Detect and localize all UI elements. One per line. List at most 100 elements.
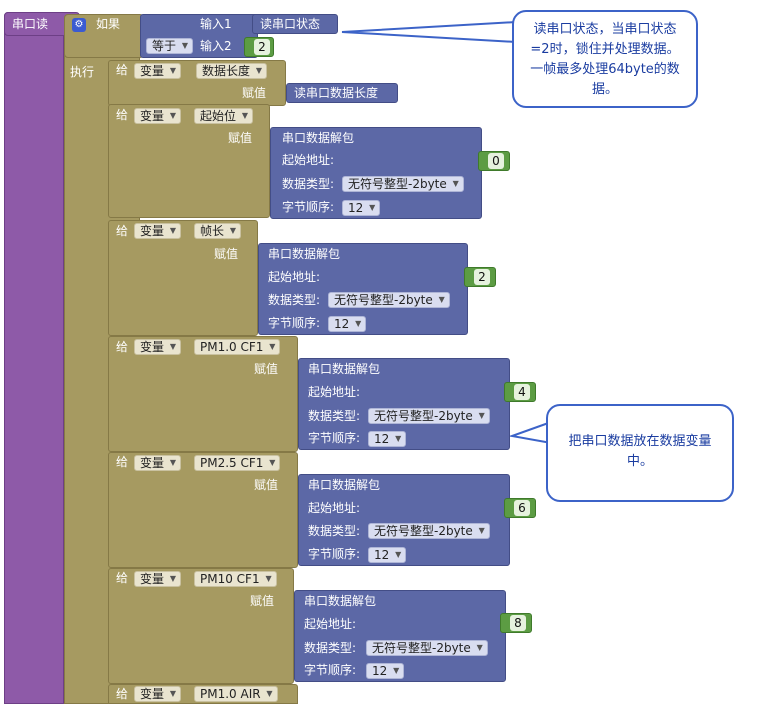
type-dropdown[interactable]: 无符号整型-2byte▼ [368,523,490,539]
comment-bubble[interactable]: 读串口状态，当串口状态=2时，锁住并处理数据。一帧最多处理64byte的数据。 [512,10,698,108]
order-label: 字节顺序: [308,431,361,445]
read-length-label: 读串口数据长度 [294,86,379,100]
assign-label: 给 [116,224,129,238]
type-dropdown[interactable]: 无符号整型-2byte▼ [366,640,488,656]
type-dropdown[interactable]: 无符号整型-2byte▼ [368,408,490,424]
chevron-down-icon: ▼ [395,434,402,443]
value-label: 赋值 [254,478,279,492]
read-length-block[interactable] [286,83,398,103]
assign-block[interactable] [108,220,258,336]
addr-label: 起始地址: [304,617,357,631]
assign-label: 给 [116,340,129,354]
order-label: 字节顺序: [308,547,361,561]
chevron-down-icon: ▼ [355,319,362,328]
type-label: 数据类型: [268,293,321,307]
chevron-down-icon: ▼ [478,411,485,420]
addr-number-value[interactable]: 4 [514,384,530,400]
addr-number-value[interactable]: 6 [514,500,530,516]
gear-icon[interactable]: ⚙ [72,18,86,32]
serial-read-event-block[interactable] [4,12,64,704]
do-label: 执行 [70,65,95,79]
unpack-title: 串口数据解包 [304,594,377,608]
input1-label: 输入1 [200,17,232,31]
value-label: 赋值 [254,362,279,376]
order-dropdown[interactable]: 12▼ [368,431,407,447]
order-label: 字节顺序: [282,200,335,214]
chevron-down-icon: ▼ [169,66,177,75]
assign-block[interactable] [108,336,298,452]
chevron-down-icon: ▼ [229,226,237,235]
type-label: 数据类型: [304,641,357,655]
assign-block[interactable] [108,452,298,568]
chevron-down-icon: ▼ [169,111,177,120]
addr-number-value[interactable]: 0 [488,153,504,169]
chevron-down-icon: ▼ [169,574,177,583]
comment-text: 把串口数据放在数据变量中。 [568,434,712,469]
if-label: 如果 [96,17,121,31]
var-name-dropdown[interactable]: 数据长度▼ [196,63,268,79]
read-state-block[interactable] [252,14,338,34]
chevron-down-icon: ▼ [169,458,177,467]
type-dropdown[interactable]: 无符号整型-2byte▼ [342,176,464,192]
event-title: 串口读 [12,17,49,31]
assign-label: 给 [116,63,129,77]
chevron-down-icon: ▼ [476,643,483,652]
unpack-title: 串口数据解包 [268,247,341,261]
order-dropdown[interactable]: 12▼ [342,200,381,216]
type-dropdown[interactable]: 无符号整型-2byte▼ [328,292,450,308]
addr-label: 起始地址: [308,385,361,399]
chevron-down-icon: ▼ [266,689,273,698]
var-type-dropdown[interactable]: 变量▼ [134,63,182,79]
chevron-down-icon: ▼ [393,666,400,675]
type-label: 数据类型: [282,177,335,191]
chevron-down-icon: ▼ [169,689,177,698]
assign-block[interactable] [108,568,294,684]
comment-connector [341,21,517,43]
chevron-down-icon: ▼ [478,526,485,535]
order-label: 字节顺序: [268,316,321,330]
var-name-dropdown[interactable]: 起始位▼ [194,108,254,124]
var-type-dropdown[interactable]: 变量▼ [134,571,182,587]
value-label: 赋值 [250,594,275,608]
addr-number-value[interactable]: 8 [510,615,526,631]
compare-number-value[interactable]: 2 [254,39,270,55]
value-label: 赋值 [214,247,239,261]
addr-number-value[interactable]: 2 [474,269,490,285]
addr-label: 起始地址: [308,501,361,515]
var-name-dropdown[interactable]: PM1.0 CF1▼ [194,339,281,355]
var-type-dropdown[interactable]: 变量▼ [134,455,182,471]
compare-op-dropdown[interactable]: 等于▼ [146,38,194,54]
type-label: 数据类型: [308,409,361,423]
var-type-dropdown[interactable]: 变量▼ [134,223,182,239]
var-type-dropdown[interactable]: 变量▼ [134,686,182,702]
addr-label: 起始地址: [268,270,321,284]
chevron-down-icon: ▼ [241,111,249,120]
input2-label: 输入2 [200,39,232,53]
unpack-title: 串口数据解包 [308,362,381,376]
chevron-down-icon: ▼ [265,574,272,583]
chevron-down-icon: ▼ [181,41,189,50]
var-type-dropdown[interactable]: 变量▼ [134,108,182,124]
chevron-down-icon: ▼ [438,295,445,304]
chevron-down-icon: ▼ [169,342,177,351]
var-name-dropdown[interactable]: 帧长▼ [194,223,242,239]
var-name-dropdown[interactable]: PM1.0 AIR▼ [194,686,278,702]
unpack-title: 串口数据解包 [282,131,355,145]
order-dropdown[interactable]: 12▼ [328,316,367,332]
chevron-down-icon: ▼ [452,179,459,188]
order-dropdown[interactable]: 12▼ [366,663,405,679]
assign-label: 给 [116,108,129,122]
value-label: 赋值 [242,86,267,100]
chevron-down-icon: ▼ [269,342,276,351]
assign-label: 给 [116,571,129,585]
var-name-dropdown[interactable]: PM2.5 CF1▼ [194,455,281,471]
var-name-dropdown[interactable]: PM10 CF1▼ [194,571,277,587]
var-type-dropdown[interactable]: 变量▼ [134,339,182,355]
order-dropdown[interactable]: 12▼ [368,547,407,563]
value-label: 赋值 [228,131,253,145]
chevron-down-icon: ▼ [269,458,276,467]
comment-text: 读串口状态，当串口状态=2时，锁住并处理数据。一帧最多处理64byte的数据。 [530,22,680,97]
comment-bubble[interactable]: 把串口数据放在数据变量中。 [546,404,734,502]
read-state-label: 读串口状态 [260,17,321,31]
assign-label: 给 [116,455,129,469]
